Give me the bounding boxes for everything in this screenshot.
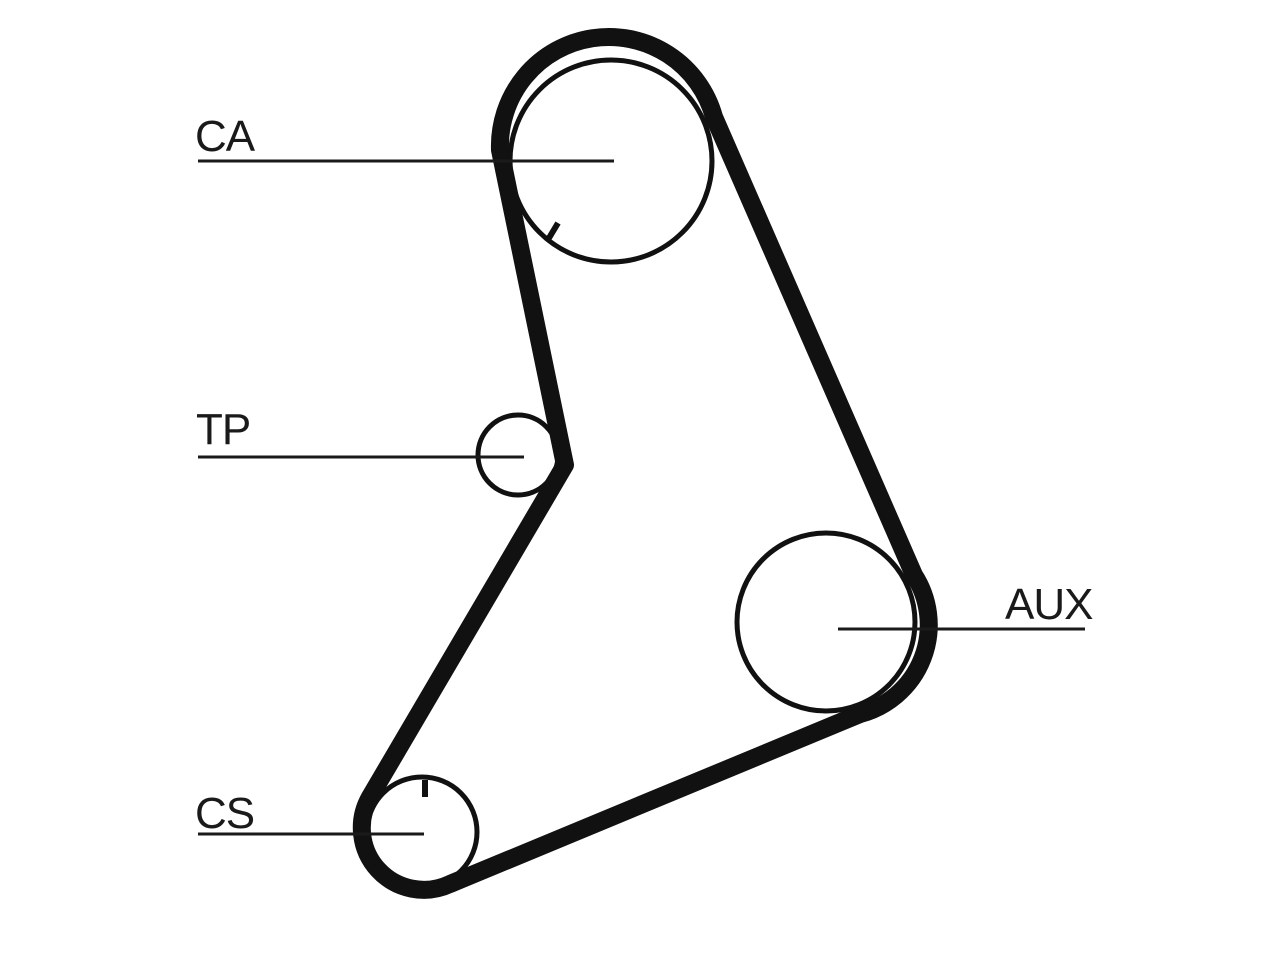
- crankshaft-pulley: [364, 774, 480, 890]
- ca-label: CA: [195, 112, 256, 161]
- auxiliary-pulley: [734, 530, 918, 714]
- cs-label: CS: [195, 789, 254, 838]
- tensioner-pulley: [475, 412, 561, 498]
- timing-belt: [352, 28, 938, 899]
- camshaft-timing-mark: [546, 221, 561, 240]
- aux-label: AUX: [1005, 580, 1093, 629]
- tp-label: TP: [196, 405, 250, 454]
